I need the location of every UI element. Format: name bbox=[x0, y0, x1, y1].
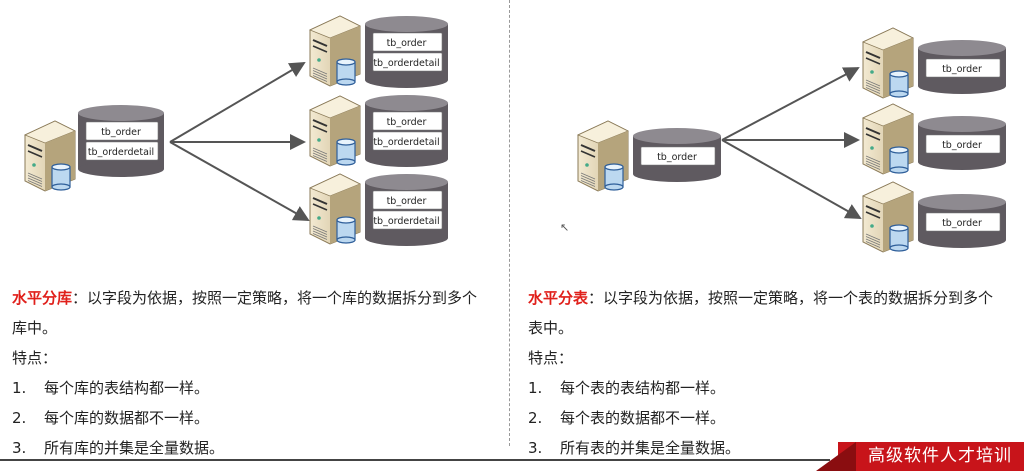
feature-item: 1. 每个表的表结构都一样。 bbox=[528, 373, 1008, 403]
features-title: 特点： bbox=[12, 349, 58, 367]
table-box bbox=[925, 58, 1001, 78]
table-box bbox=[640, 146, 716, 166]
server-icon bbox=[576, 120, 629, 192]
server-icon bbox=[23, 120, 76, 192]
mouse-cursor-icon: ↖ bbox=[560, 221, 570, 234]
database-icon bbox=[336, 58, 356, 86]
table-name: tb_order bbox=[101, 127, 141, 138]
database-cylinder: tb_order bbox=[918, 40, 1006, 94]
definition-text: ：以字段为依据，按照一定策略，将一个表的数据拆分到多个表中。 bbox=[528, 289, 994, 337]
footer-line bbox=[0, 459, 830, 461]
database-cylinder: tb_order tb_orderdetail bbox=[78, 105, 164, 177]
feature-text: 所有表的并集是全量数据。 bbox=[560, 439, 741, 457]
definition-text: ：以字段为依据，按照一定策略，将一个库的数据拆分到多个库中。 bbox=[12, 289, 478, 337]
table-name: tb_order bbox=[387, 117, 427, 128]
table-name: tb_order bbox=[387, 38, 427, 49]
table-box bbox=[372, 111, 443, 131]
table-box bbox=[372, 190, 443, 210]
section-divider bbox=[509, 0, 510, 446]
database-icon bbox=[336, 216, 356, 244]
server-icon bbox=[861, 181, 914, 253]
feature-num: 1. bbox=[528, 379, 543, 397]
feature-text: 所有库的并集是全量数据。 bbox=[44, 439, 225, 457]
database-icon bbox=[889, 224, 909, 252]
arrow bbox=[721, 139, 862, 219]
definition: 水平分表：以字段为依据，按照一定策略，将一个表的数据拆分到多个表中。 bbox=[528, 283, 1008, 343]
feature-num: 2. bbox=[12, 409, 27, 427]
database-icon bbox=[889, 70, 909, 98]
table-box bbox=[372, 131, 443, 151]
database-cylinder: tb_order tb_orderdetail bbox=[365, 16, 448, 88]
table-name: tb_order bbox=[942, 140, 982, 151]
arrow bbox=[721, 67, 860, 141]
feature-item: 1. 每个库的表结构都一样。 bbox=[12, 373, 492, 403]
feature-item: 3. 所有库的并集是全量数据。 bbox=[12, 433, 492, 463]
table-box bbox=[925, 212, 1001, 232]
table-box bbox=[372, 32, 443, 52]
sharding-diagram: tb_order tb_orderdetail tb_order tb_orderde… bbox=[23, 15, 1006, 253]
table-name: tb_order bbox=[657, 152, 697, 163]
server-icon bbox=[308, 95, 361, 167]
table-name: tb_orderdetail bbox=[373, 216, 439, 227]
database-icon bbox=[336, 138, 356, 166]
table-name: tb_order bbox=[942, 218, 982, 229]
arrow bbox=[169, 61, 306, 143]
database-cylinder: tb_order bbox=[918, 116, 1006, 170]
table-box bbox=[85, 141, 159, 161]
database-cylinder: tb_order tb_orderdetail bbox=[365, 174, 448, 246]
table-name: tb_orderdetail bbox=[88, 147, 154, 158]
term: 水平分库 bbox=[12, 289, 73, 307]
database-icon bbox=[889, 146, 909, 174]
features-title: 特点： bbox=[528, 349, 574, 367]
server-icon bbox=[861, 103, 914, 175]
feature-num: 1. bbox=[12, 379, 27, 397]
feature-text: 每个库的表结构都一样。 bbox=[44, 379, 210, 397]
database-cylinder: tb_order bbox=[918, 194, 1006, 248]
table-name: tb_orderdetail bbox=[373, 137, 439, 148]
table-box bbox=[372, 210, 443, 230]
server-icon bbox=[861, 27, 914, 99]
database-icon bbox=[51, 163, 71, 191]
table-box bbox=[925, 134, 1001, 154]
database-icon bbox=[604, 163, 624, 191]
table-name: tb_order bbox=[387, 196, 427, 207]
horizontal-table-sharding-text: 水平分表：以字段为依据，按照一定策略，将一个表的数据拆分到多个表中。 特点： 1… bbox=[528, 283, 1008, 463]
term: 水平分表 bbox=[528, 289, 589, 307]
database-cylinder: tb_order bbox=[633, 128, 721, 182]
table-box bbox=[85, 121, 159, 141]
feature-num: 3. bbox=[12, 439, 27, 457]
feature-item: 2. 每个表的数据都不一样。 bbox=[528, 403, 1008, 433]
feature-text: 每个库的数据都不一样。 bbox=[44, 409, 210, 427]
feature-num: 3. bbox=[528, 439, 543, 457]
table-name: tb_order bbox=[942, 64, 982, 75]
database-cylinder: tb_order tb_orderdetail bbox=[365, 95, 448, 167]
feature-item: 2. 每个库的数据都不一样。 bbox=[12, 403, 492, 433]
feature-text: 每个表的数据都不一样。 bbox=[560, 409, 726, 427]
table-name: tb_orderdetail bbox=[373, 58, 439, 69]
feature-text: 每个表的表结构都一样。 bbox=[560, 379, 726, 397]
feature-item: 3. 所有表的并集是全量数据。 bbox=[528, 433, 1008, 463]
table-box bbox=[372, 52, 443, 72]
definition: 水平分库：以字段为依据，按照一定策略，将一个库的数据拆分到多个库中。 bbox=[12, 283, 492, 343]
server-icon bbox=[308, 15, 361, 87]
feature-num: 2. bbox=[528, 409, 543, 427]
brand-banner: 高级软件人才培训 bbox=[816, 442, 1024, 471]
arrow bbox=[169, 141, 310, 221]
horizontal-db-sharding-text: 水平分库：以字段为依据，按照一定策略，将一个库的数据拆分到多个库中。 特点： 1… bbox=[12, 283, 492, 463]
server-icon bbox=[308, 173, 361, 245]
